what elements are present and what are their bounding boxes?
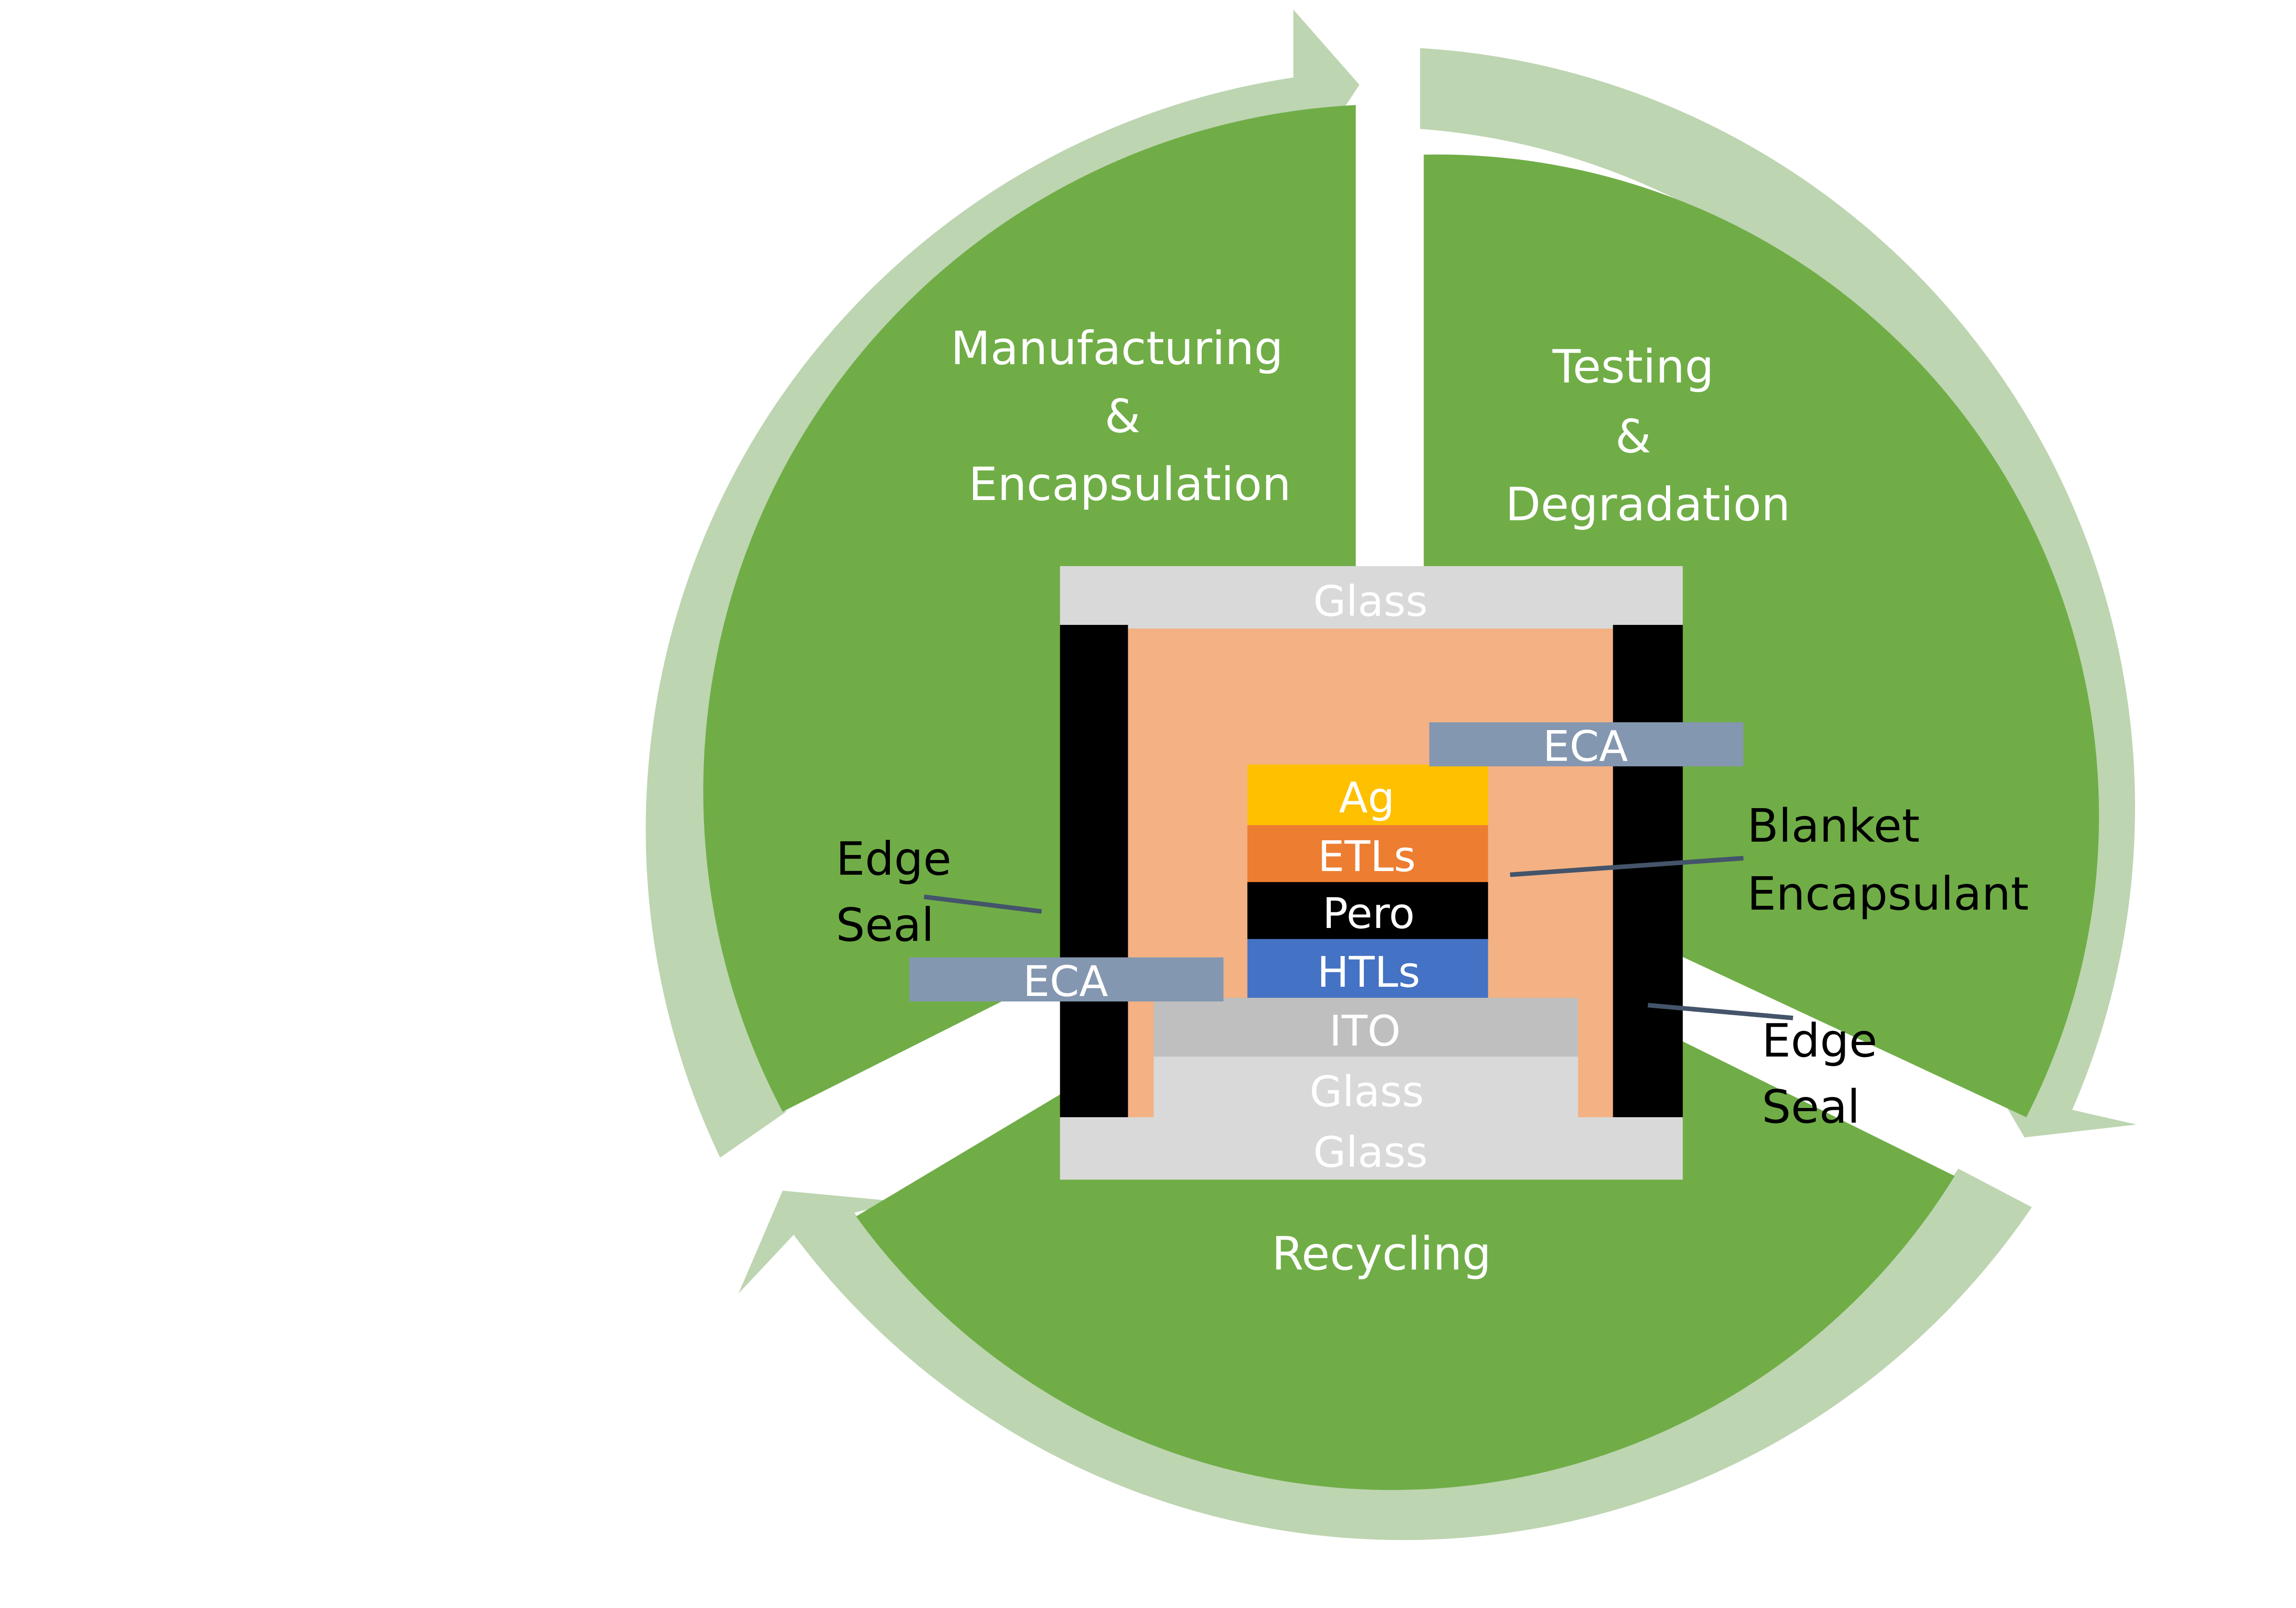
htl-layer bbox=[1247, 939, 1488, 998]
substrate-glass-label: Glass bbox=[1310, 1067, 1424, 1116]
edge-seal-right-leader bbox=[1648, 1003, 1794, 1021]
eca-right-label: ECA bbox=[1543, 722, 1628, 771]
arrow-to-recycling bbox=[1420, 48, 2137, 1138]
cycle-sectors bbox=[703, 105, 2099, 1490]
ito-layer bbox=[1154, 998, 1578, 1057]
testing-label: Testing & Degradation bbox=[1505, 340, 1790, 531]
blanket-encapsulant-leader bbox=[1510, 856, 1744, 877]
edge-seal-left-leader bbox=[923, 894, 1042, 914]
bottom-cover-glass bbox=[1060, 1117, 1683, 1180]
ag-layer bbox=[1247, 764, 1488, 826]
recycling-label: Recycling bbox=[1272, 1227, 1491, 1281]
edge-seal-right-bar bbox=[1613, 624, 1683, 1121]
ito-label: ITO bbox=[1329, 1006, 1401, 1056]
etl-label: ETLs bbox=[1318, 832, 1416, 881]
manufacturing-label: Manufacturing & Encapsulation bbox=[951, 321, 1298, 511]
eca-left-strip bbox=[909, 957, 1224, 1002]
edge-seal-left-bar bbox=[1060, 624, 1128, 1121]
top-glass-label: Glass bbox=[1313, 577, 1428, 626]
etl-layer bbox=[1247, 825, 1488, 883]
htl-label: HTLs bbox=[1317, 948, 1420, 997]
eca-left-label: ECA bbox=[1023, 957, 1108, 1006]
edge-seal-left-label: Edge Seal bbox=[836, 832, 966, 952]
ag-label: Ag bbox=[1339, 773, 1395, 822]
substrate-glass bbox=[1154, 1055, 1578, 1121]
perovskite-layer bbox=[1247, 882, 1488, 939]
edge-seal-right-label: Edge Seal bbox=[1762, 1014, 1892, 1134]
pero-label: Pero bbox=[1322, 889, 1415, 938]
bottom-glass-label: Glass bbox=[1313, 1128, 1428, 1177]
callout-lines bbox=[923, 856, 1794, 1021]
top-cover-glass bbox=[1060, 566, 1683, 629]
sector-labels: Manufacturing & Encapsulation Testing & … bbox=[951, 321, 1790, 1281]
blanket-encapsulant-label: Blanket Encapsulant bbox=[1747, 799, 2029, 921]
arrow-to-manufacturing bbox=[738, 1169, 2032, 1541]
callout-labels: Edge Seal Blanket Encapsulant Edge Seal bbox=[836, 799, 2029, 1134]
eca-right-strip bbox=[1429, 722, 1744, 766]
